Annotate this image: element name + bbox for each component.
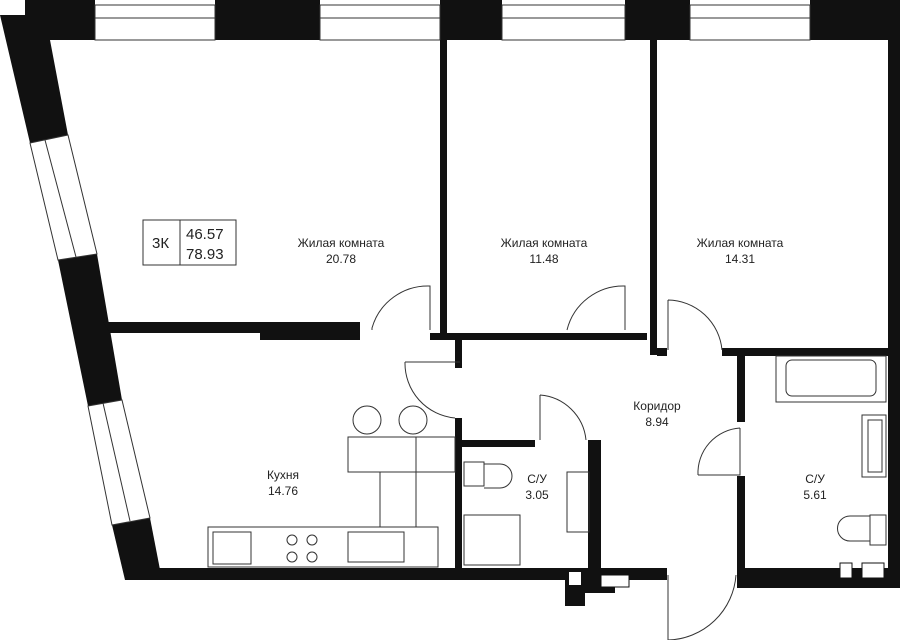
room-area: 11.48 (529, 252, 558, 266)
room-name: Жилая комната (298, 236, 385, 250)
room-area: 14.31 (725, 252, 755, 266)
room-name: Кухня (267, 468, 299, 482)
living-area: 46.57 (186, 226, 224, 243)
room-area: 20.78 (326, 252, 356, 266)
room-name: Жилая комната (697, 236, 784, 250)
interior-walls (103, 40, 888, 606)
apartment-summary: 3К 46.57 78.93 (142, 219, 237, 266)
room-name: Жилая комната (501, 236, 588, 250)
room-labels: Жилая комната 20.78 Жилая комната 11.48 … (267, 236, 827, 502)
total-area: 78.93 (186, 246, 224, 263)
room-area: 5.61 (803, 488, 827, 502)
fixtures (207, 355, 887, 568)
room-count: 3К (152, 235, 169, 252)
room-area: 8.94 (645, 415, 669, 429)
room-name: Коридор (633, 399, 681, 413)
room-name: С/У (805, 472, 825, 486)
room-area: 14.76 (268, 484, 298, 498)
doors (371, 285, 741, 640)
windows (29, 4, 811, 526)
room-area: 3.05 (525, 488, 549, 502)
room-name: С/У (527, 472, 547, 486)
